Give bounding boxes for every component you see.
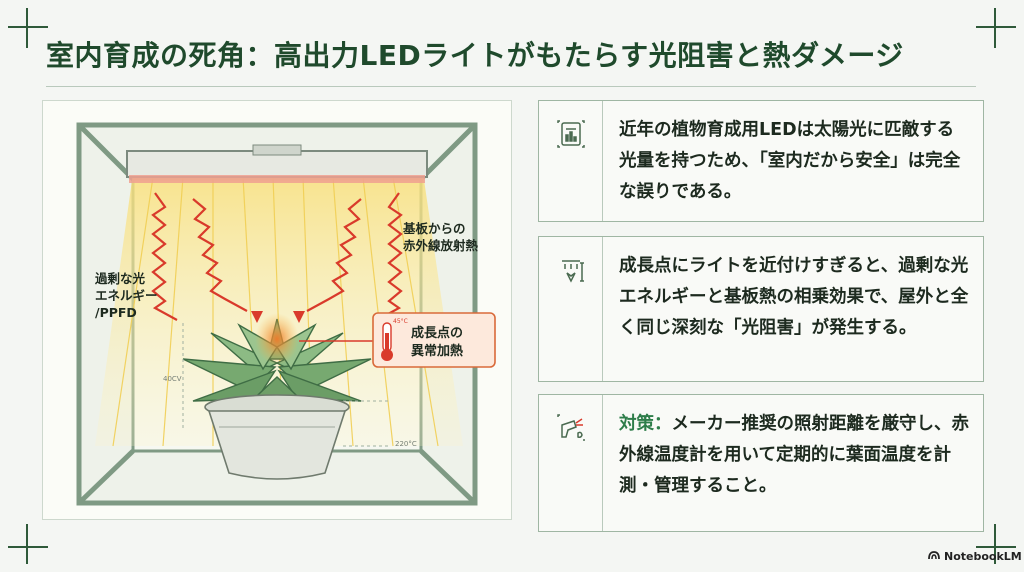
heat-callout: 45°C 成長点の 異常加熱 (299, 312, 496, 368)
title-divider (46, 86, 976, 87)
label-ir-line2: 赤外線放射熱 (403, 238, 479, 253)
card-1-icon-box (539, 101, 603, 221)
brand-name: NotebookLM (944, 550, 1022, 563)
label-light-line3: /PPFD (95, 305, 137, 320)
wave-arrowheads (251, 311, 305, 323)
infrared-heat-waves (151, 192, 403, 321)
page-title: 室内育成の死角：高出力LEDライトがもたらす光阻害と熱ダメージ (46, 39, 904, 72)
scale-left-text: 40CV (163, 375, 182, 383)
card-3-text: 対策：メーカー推奨の照射距離を厳守し、赤外線温度計を用いて定期的に葉面温度を計測… (619, 409, 971, 502)
grow-tent-illustration: 40CV 220°C 過剰な光 エネルギー /PPFD 基板からの 赤外線放射熱… (42, 100, 512, 520)
chart-document-icon (556, 119, 586, 153)
plant-pot (204, 394, 350, 480)
grow-tent-svg: 40CV 220°C 過剰な光 エネルギー /PPFD 基板からの 赤外線放射熱… (76, 122, 496, 506)
led-panel (126, 144, 428, 183)
card-1-text: 近年の植物育成用LEDは太陽光に匹敵する光量を持つため、「室内だから安全」は完全… (619, 120, 961, 202)
brand-mark: NotebookLM (928, 550, 1022, 563)
thermo-temp: 45°C (393, 318, 408, 325)
label-heat-line1: 成長点の (411, 325, 463, 341)
hot-growth-point (255, 313, 299, 365)
info-card-3: 対策：メーカー推奨の照射距離を厳守し、赤外線温度計を用いて定期的に葉面温度を計測… (538, 394, 984, 532)
ir-thermometer-icon (556, 413, 586, 447)
info-card-1: 近年の植物育成用LEDは太陽光に匹敵する光量を持つため、「室内だから安全」は完全… (538, 100, 984, 222)
label-light-line2: エネルギー (95, 288, 158, 303)
scale-right-text: 220°C (395, 440, 417, 448)
light-beam (95, 173, 463, 446)
label-ir-line1: 基板からの (402, 221, 466, 236)
notebooklm-logo-icon (928, 550, 940, 563)
card-2-icon-box (539, 237, 603, 381)
label-heat-line2: 異常加熱 (411, 343, 463, 359)
label-light-line1: 過剰な光 (94, 271, 146, 286)
light-distance-icon (556, 255, 586, 289)
card-3-body: メーカー推奨の照射距離を厳守し、赤外線温度計を用いて定期的に葉面温度を計測・管理… (619, 414, 969, 496)
thermometer-icon (381, 322, 393, 361)
card-3-prefix: 対策： (619, 414, 672, 434)
info-card-2: 成長点にライトを近付けすぎると、過剰な光エネルギーと基板熱の相乗効果で、屋外と全… (538, 236, 984, 382)
card-2-text: 成長点にライトを近付けすぎると、過剰な光エネルギーと基板熱の相乗効果で、屋外と全… (619, 256, 969, 338)
card-3-icon-box (539, 395, 603, 531)
